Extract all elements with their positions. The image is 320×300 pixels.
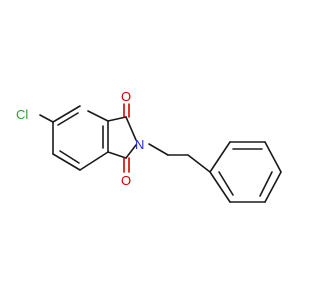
atom-oxygen-bottom: O: [121, 173, 131, 188]
bond-ring1-f: [52, 105, 81, 123]
structure-diagram: Cl N O O: [16, 89, 282, 203]
bond-chain-a: [148, 143, 169, 156]
bond-ring2-inner-c: [218, 171, 234, 196]
bond-ring1-a: [87, 110, 109, 122]
atom-chlorine: Cl: [16, 107, 28, 122]
bond-ring1-d: [52, 153, 81, 171]
bond-ring1-inner-b: [57, 112, 79, 126]
bond-ring1-c: [79, 151, 109, 171]
bond-cl: [39, 114, 54, 123]
bond-chain-c: [187, 154, 211, 173]
bond-ring2-a: [209, 141, 231, 173]
bond-imide-a: [107, 116, 127, 122]
bond-ring2-c: [264, 141, 282, 173]
bond-imide-d: [125, 144, 137, 159]
atom-nitrogen: N: [135, 137, 144, 152]
bond-ring2-inner-b: [259, 171, 273, 197]
bond-imide-b: [107, 151, 127, 159]
bond-imide-c: [125, 116, 137, 141]
molecule-canvas: Cl N O O: [16, 89, 282, 203]
atom-oxygen-top: O: [121, 89, 131, 104]
bond-ring1-inner-c: [59, 150, 80, 164]
bond-ring2-d: [264, 171, 282, 203]
bond-ring2-f: [209, 171, 231, 203]
